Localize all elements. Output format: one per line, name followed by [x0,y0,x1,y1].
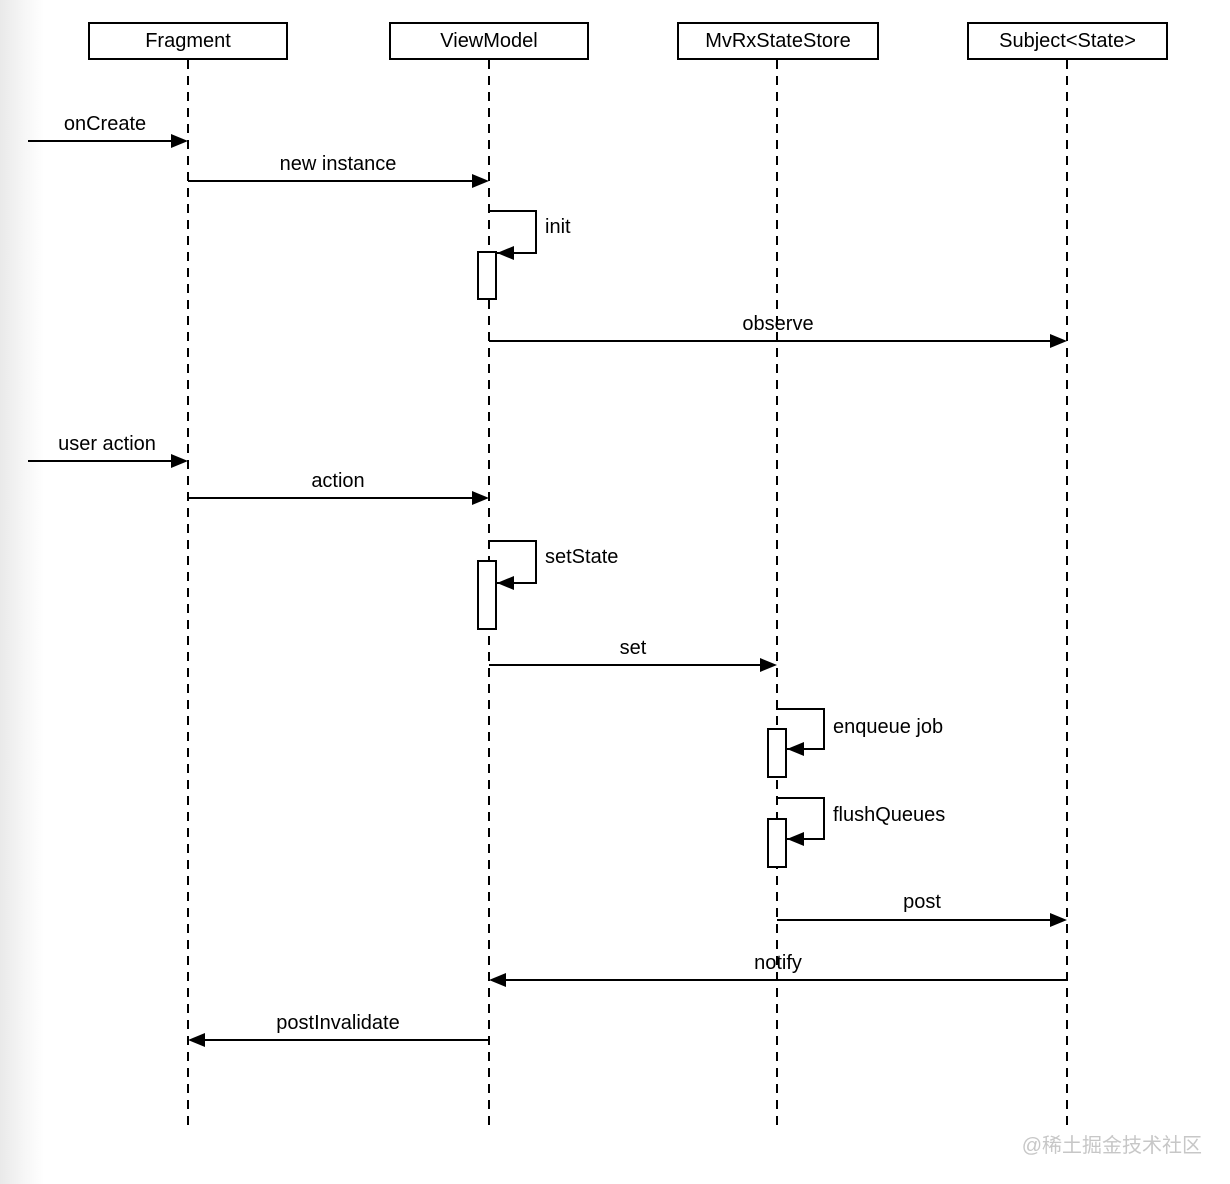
arrowhead-new-instance-icon [472,174,489,188]
message-label-postinvalidate: postInvalidate [276,1012,400,1034]
participant-box-fragment: Fragment [88,22,288,60]
message-line-observe [489,340,1051,342]
participant-label-subject: Subject<State> [999,29,1136,52]
message-label-init: init [545,216,571,238]
arrowhead-enqueue-job-icon [787,742,804,756]
message-label-set: set [619,637,647,659]
watermark-text: @稀土掘金技术社区 [1021,1135,1202,1157]
message-label-observe: observe [742,313,814,335]
arrowhead-oncreate-icon [171,134,188,148]
arrowhead-user-action-icon [171,454,188,468]
message-line-set [489,664,762,666]
lifeline-mvrxstatestore [776,60,778,1132]
message-line-new-instance [188,180,473,182]
participant-label-fragment: Fragment [145,29,231,52]
participant-label-viewmodel: ViewModel [440,29,538,52]
participant-box-mvrxstatestore: MvRxStateStore [677,22,879,60]
message-line-notify [505,979,1067,981]
arrowhead-init-icon [497,246,514,260]
lifeline-fragment [187,60,189,1132]
message-label-user-action: user action [58,433,156,455]
message-label-post: post [903,891,941,913]
message-label-oncreate: onCreate [63,113,147,135]
message-label-enqueue-job: enqueue job [833,716,944,738]
arrowhead-action-icon [472,491,489,505]
message-label-setstate: setState [545,546,619,568]
arrowhead-flushqueues-icon [787,832,804,846]
activation-bar-setstate [477,560,497,630]
activation-bar-init [477,251,497,300]
message-line-postinvalidate [204,1039,489,1041]
message-line-user-action [28,460,173,462]
participant-label-mvrxstatestore: MvRxStateStore [705,29,851,52]
participant-box-viewmodel: ViewModel [389,22,589,60]
arrowhead-set-icon [760,658,777,672]
message-line-post [777,919,1051,921]
arrowhead-notify-icon [489,973,506,987]
message-line-oncreate [28,140,173,142]
message-line-action [188,497,473,499]
left-edge-gradient [0,0,44,1184]
arrowhead-postinvalidate-icon [188,1033,205,1047]
arrowhead-post-icon [1050,913,1067,927]
message-label-new-instance: new instance [279,153,397,175]
activation-bar-enqueue-job [767,728,787,778]
lifeline-subject [1066,60,1068,1132]
message-label-flushqueues: flushQueues [833,804,946,826]
activation-bar-flushqueues [767,818,787,868]
message-label-notify: notify [754,952,802,974]
arrowhead-setstate-icon [497,576,514,590]
participant-box-subject: Subject<State> [967,22,1168,60]
arrowhead-observe-icon [1050,334,1067,348]
message-label-action: action [311,470,365,492]
